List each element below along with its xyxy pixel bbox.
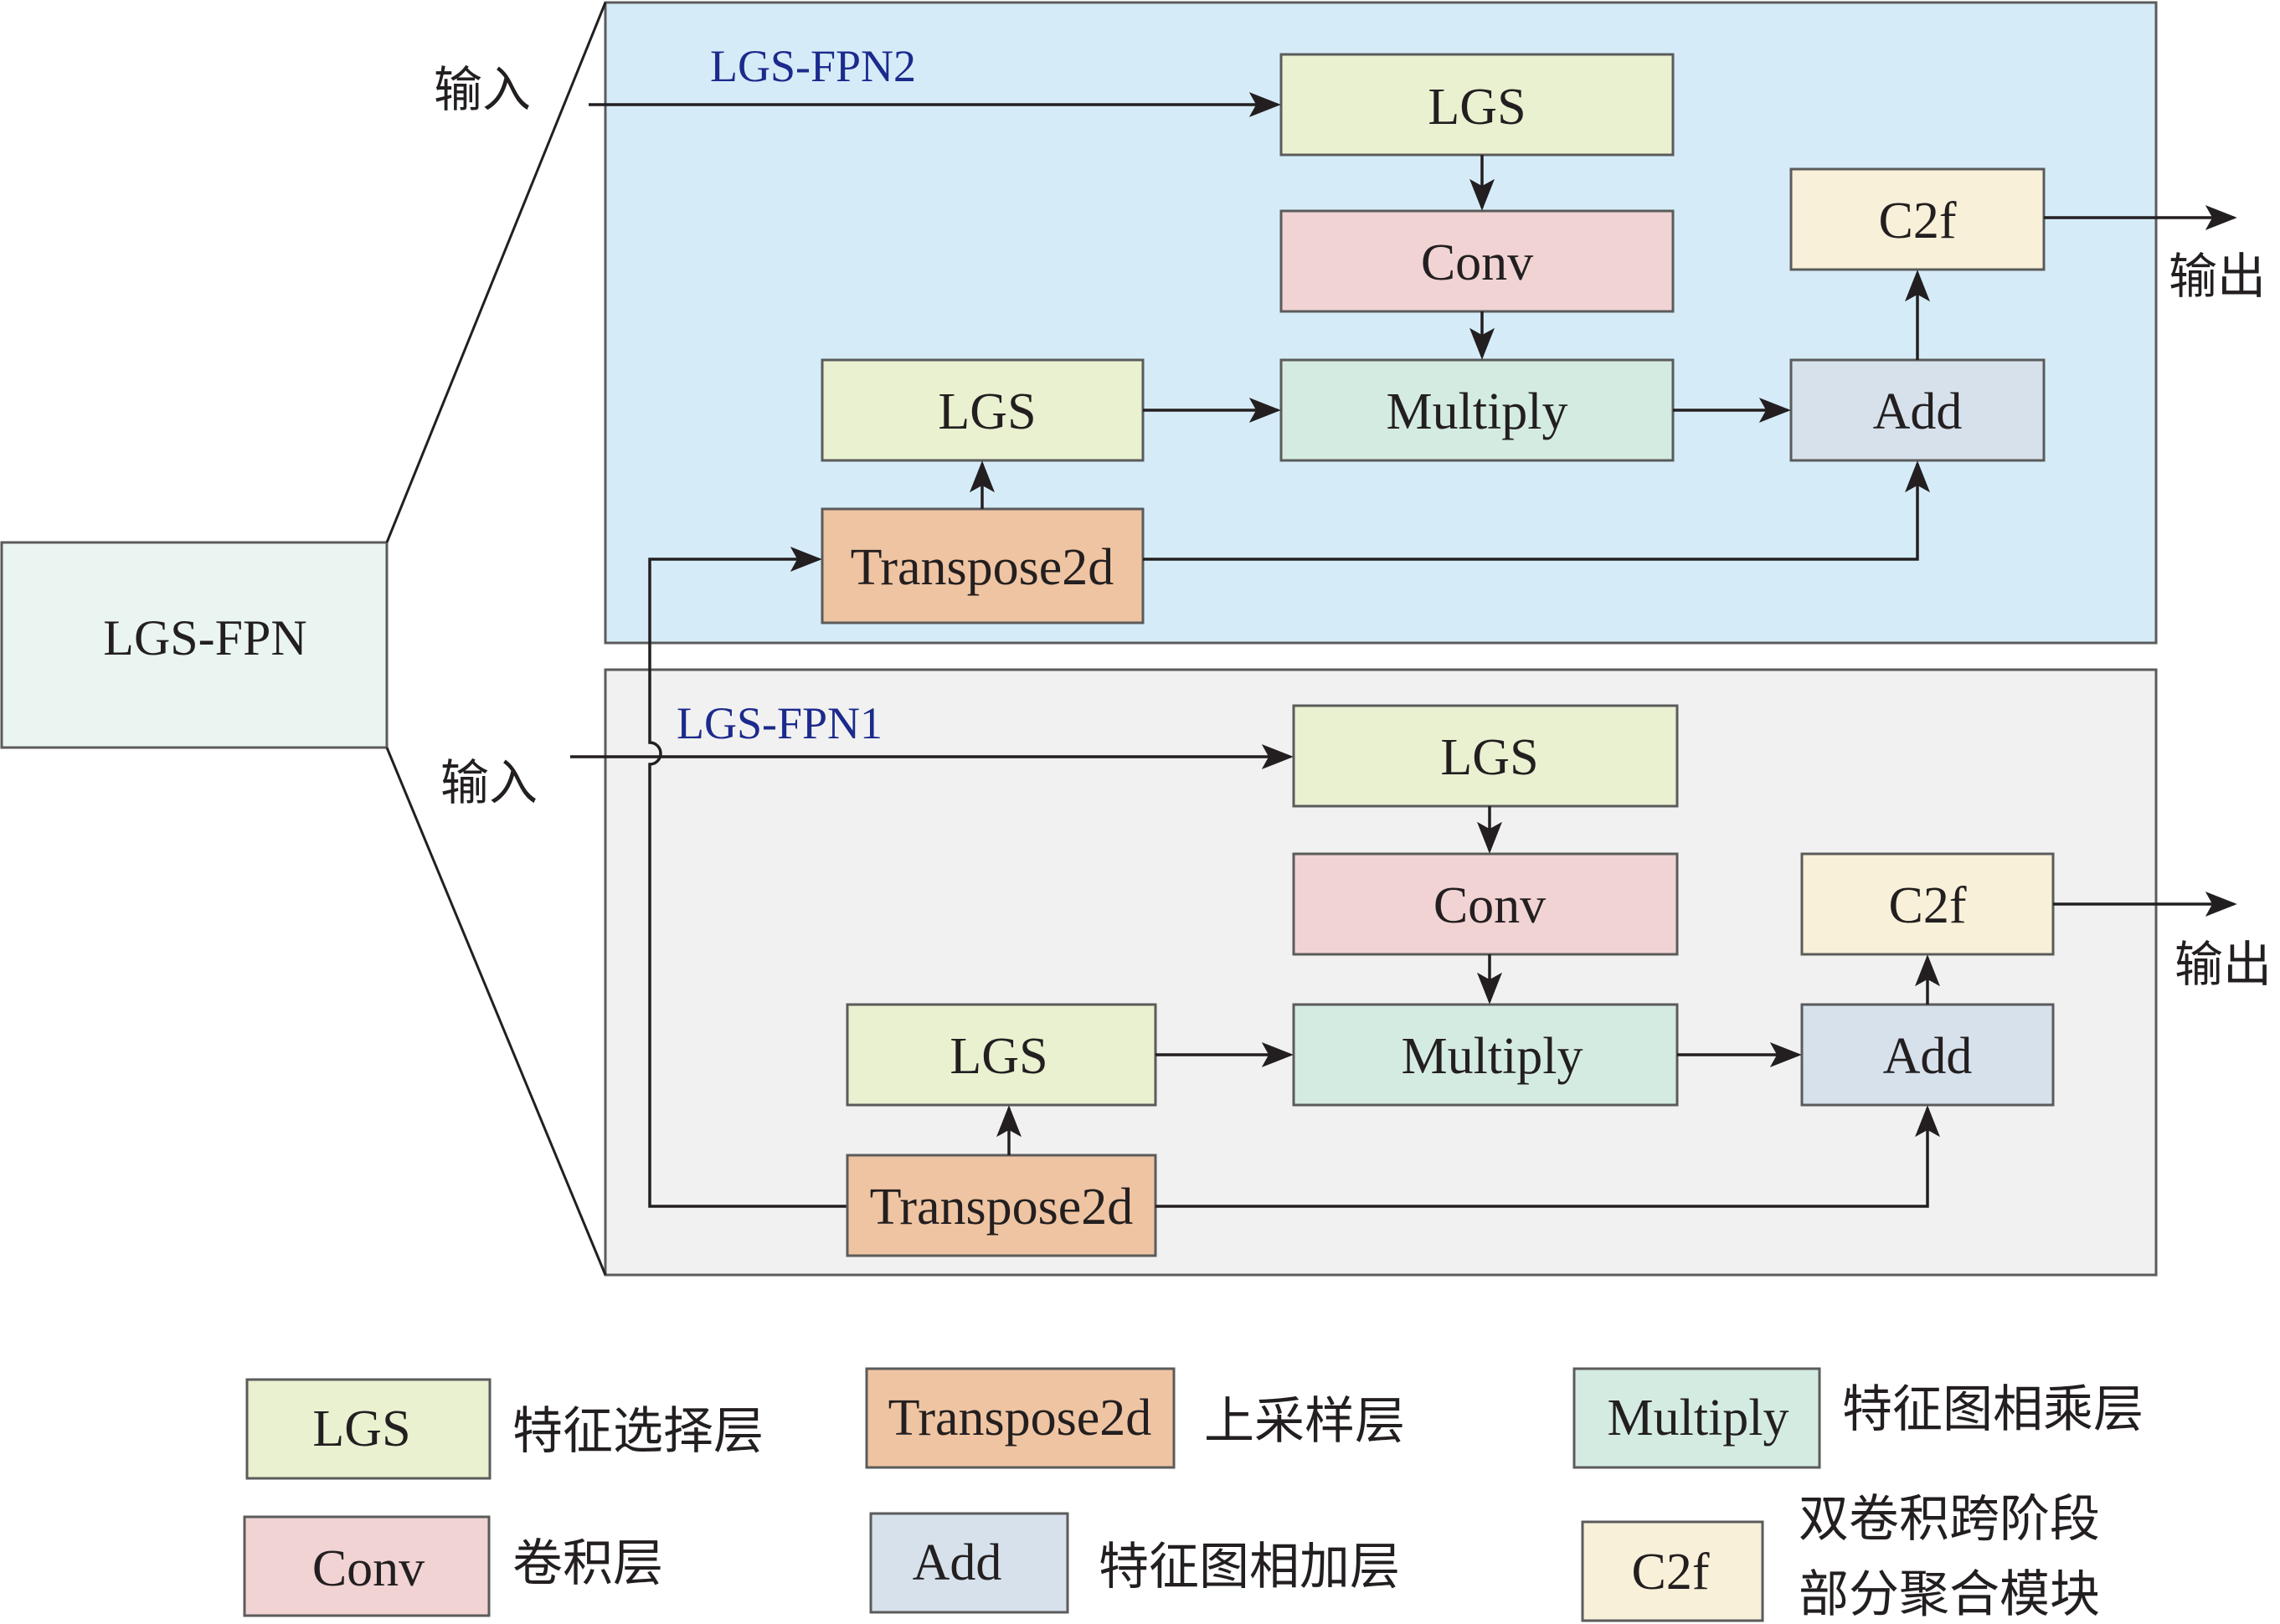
fpn2-c2f-block: C2f	[1789, 167, 2046, 271]
fpn1-output-label: 输出	[2174, 936, 2272, 993]
fpn2-arrow-transpose-to-add	[1143, 460, 1930, 561]
fpn2-transpose-block: Transpose2d	[821, 507, 1145, 624]
fpn1-transpose-label: Transpose2d	[870, 1179, 1134, 1236]
fpn2-input-label: 输入	[434, 61, 531, 118]
legend-transpose-desc: 上采样层	[1204, 1392, 1405, 1451]
fpn1-multiply-label: Multiply	[1401, 1028, 1583, 1085]
fpn1-add-block: Add	[1800, 1003, 2055, 1107]
fpn2-conv-block: Conv	[1279, 209, 1675, 313]
overview-label: LGS-FPN	[103, 610, 306, 666]
legend-add-desc: 特征图相加层	[1099, 1538, 1400, 1596]
fpn1-conv-block: Conv	[1292, 852, 1679, 956]
fpn1-input-label: 输入	[440, 754, 538, 811]
fpn1-lgs-left-label: LGS	[950, 1028, 1047, 1085]
fpn1-c2f-label: C2f	[1889, 877, 1967, 934]
fpn1-conv-label: Conv	[1433, 877, 1546, 934]
overview-box	[0, 541, 389, 749]
fpn2-add-label: Add	[1873, 383, 1963, 440]
fpn2-transpose-label: Transpose2d	[851, 539, 1114, 596]
fpn1-title: LGS-FPN1	[677, 698, 883, 748]
fpn2-c2f-label: C2f	[1879, 193, 1957, 249]
legend-multiply-desc: 特征图相乘层	[1842, 1380, 2144, 1439]
legend-transpose-label: Transpose2d	[888, 1390, 1152, 1447]
fpn1-add-label: Add	[1883, 1028, 1973, 1085]
fpn2-lgs-left-label: LGS	[938, 383, 1036, 440]
legend-lgs-label: LGS	[312, 1400, 410, 1457]
fpn2-title: LGS-FPN2	[710, 41, 916, 91]
fpn2-lgs-top-block: LGS	[1279, 53, 1675, 157]
legend-item-transpose: Transpose2d 上采样层	[865, 1367, 1405, 1469]
legend-item-conv: Conv 卷积层	[243, 1515, 663, 1617]
legend-c2f-label: C2f	[1632, 1544, 1710, 1601]
legend-c2f-desc-line2: 部分聚合模块	[1799, 1565, 2100, 1624]
legend-item-add: Add 特征图相加层	[869, 1512, 1400, 1614]
fpn1-lgs-left-block: LGS	[846, 1003, 1157, 1107]
legend-item-c2f: C2f 双卷积跨阶段 部分聚合模块	[1581, 1490, 2100, 1624]
legend-conv-desc: 卷积层	[512, 1534, 663, 1593]
fpn1-transpose-block: Transpose2d	[846, 1154, 1157, 1257]
cross-arrow-fpn1-to-fpn2	[648, 547, 847, 1208]
fpn1-lgs-top-label: LGS	[1440, 729, 1538, 786]
legend-item-multiply: Multiply 特征图相乘层	[1572, 1367, 2144, 1469]
fpn2-lgs-left-block: LGS	[821, 358, 1145, 462]
fpn2-multiply-label: Multiply	[1386, 383, 1567, 440]
legend-multiply-label: Multiply	[1607, 1390, 1788, 1447]
zoom-line-top	[385, 2, 607, 543]
legend: LGS 特征选择层 Transpose2d 上采样层 Multiply 特征图相…	[243, 1367, 2144, 1624]
fpn2-multiply-block: Multiply	[1279, 358, 1675, 462]
fpn1-multiply-block: Multiply	[1292, 1003, 1679, 1107]
fpn2-conv-label: Conv	[1421, 234, 1533, 291]
legend-conv-label: Conv	[312, 1540, 425, 1597]
zoom-line-bottom	[385, 747, 607, 1276]
fpn2-add-block: Add	[1789, 358, 2046, 462]
fpn1-lgs-top-block: LGS	[1292, 704, 1679, 808]
fpn2-output-label: 输出	[2169, 248, 2266, 305]
legend-item-lgs: LGS 特征选择层	[245, 1378, 764, 1480]
fpn1-c2f-block: C2f	[1800, 852, 2055, 956]
legend-add-label: Add	[913, 1534, 1002, 1591]
fpn1-arrow-transpose-to-add	[1155, 1105, 1940, 1208]
legend-c2f-desc-line1: 双卷积跨阶段	[1799, 1490, 2100, 1549]
fpn2-lgs-top-label: LGS	[1428, 79, 1526, 136]
legend-lgs-desc: 特征选择层	[512, 1402, 764, 1461]
